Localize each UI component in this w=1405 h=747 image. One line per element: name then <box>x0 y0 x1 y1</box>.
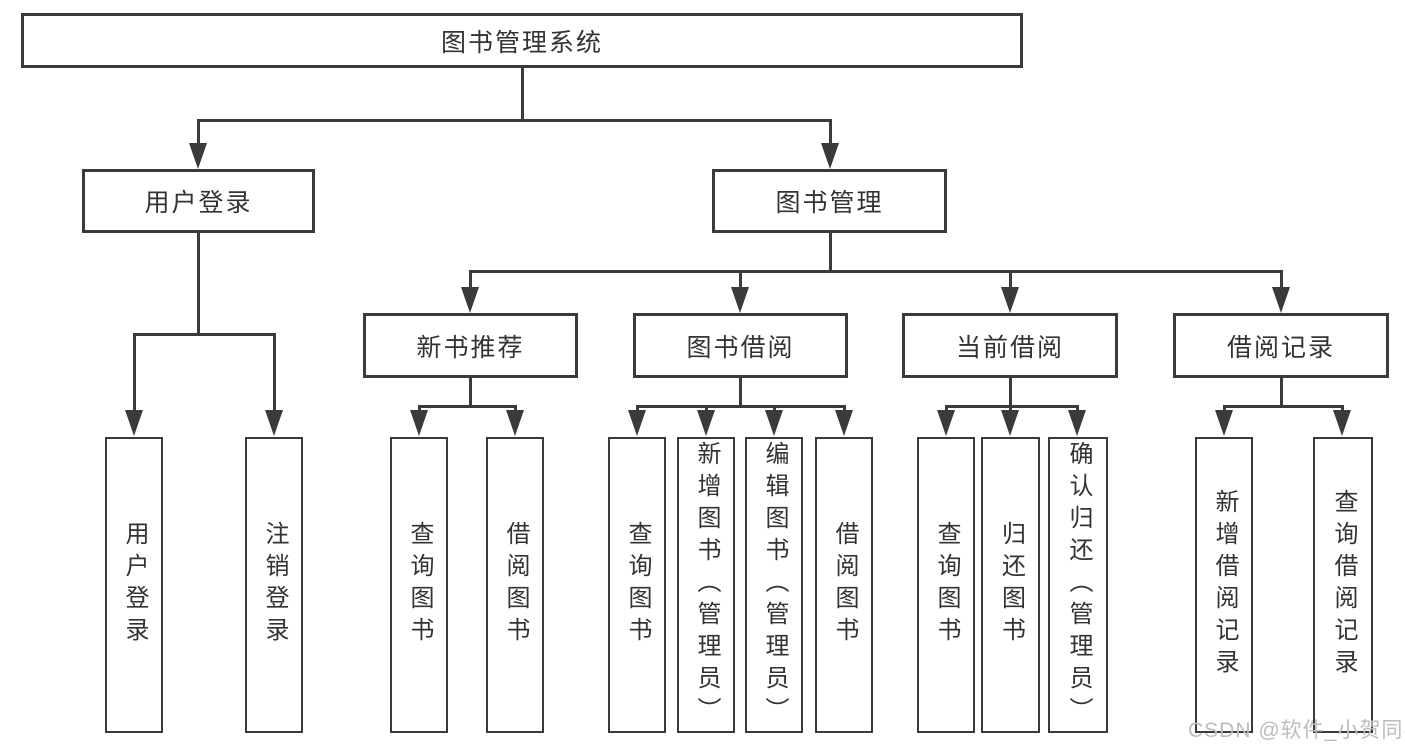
connector-leaf-drop <box>704 406 708 412</box>
leaf-query-books-recommend: 查询图书 <box>390 437 448 733</box>
connector-leaf-drop <box>1008 406 1012 412</box>
arrow-down-icon <box>1068 410 1086 436</box>
connector-records-drop <box>1279 271 1283 289</box>
arrow-down-icon <box>731 287 749 313</box>
leaf-label: 借阅图书 <box>831 521 858 649</box>
arrow-down-icon <box>697 410 715 436</box>
node-user-login: 用户登录 <box>82 169 315 233</box>
arrow-down-icon <box>410 410 428 436</box>
node-new-book-recommend: 新书推荐 <box>363 313 578 378</box>
arrow-down-icon <box>628 410 646 436</box>
leaf-query-books-current: 查询图书 <box>917 437 975 733</box>
node-label: 图书借阅 <box>686 333 795 362</box>
connector-borrow-stem <box>738 378 742 407</box>
leaf-label: 确认归还（管理员） <box>1065 441 1092 729</box>
arrow-down-icon <box>461 287 479 313</box>
connector-leaf-drop <box>944 406 948 412</box>
connector-leaf-drop <box>272 334 276 412</box>
connector-recommend-rail <box>417 404 517 408</box>
arrow-down-icon <box>1001 410 1019 436</box>
connector-current-rail <box>944 404 1079 408</box>
node-book-management: 图书管理 <box>712 169 947 233</box>
arrow-down-icon <box>765 410 783 436</box>
arrow-down-icon <box>835 410 853 436</box>
connector-current-drop <box>1008 271 1012 289</box>
connector-leaf-drop <box>513 406 517 412</box>
connector-borrow-drop <box>738 271 742 289</box>
leaf-label: 注销登录 <box>261 521 288 649</box>
leaf-label: 查询借阅记录 <box>1330 489 1357 681</box>
connector-book-management-stem <box>828 233 832 272</box>
leaf-label: 用户登录 <box>121 521 148 649</box>
connector-level3-rail <box>468 269 1283 273</box>
leaf-label: 查询图书 <box>406 521 433 649</box>
connector-leaf-drop <box>417 406 421 412</box>
arrow-down-icon <box>1001 287 1019 313</box>
connector-leaf-drop <box>1075 406 1079 412</box>
connector-leaf-drop <box>132 334 136 412</box>
node-book-borrow: 图书借阅 <box>633 313 848 378</box>
arrow-down-icon <box>189 143 207 169</box>
connector-borrow-rail <box>635 404 846 408</box>
leaf-borrow-books-recommend: 借阅图书 <box>486 437 544 733</box>
leaf-edit-books-admin: 编辑图书（管理员） <box>745 437 803 733</box>
arrow-down-icon <box>265 410 283 436</box>
arrow-down-icon <box>506 410 524 436</box>
node-label: 图书管理 <box>775 189 884 217</box>
connector-leaf-drop <box>772 406 776 412</box>
arrow-down-icon <box>821 143 839 169</box>
leaf-label: 借阅图书 <box>502 521 529 649</box>
leaf-query-books-borrow: 查询图书 <box>608 437 666 733</box>
leaf-label: 查询图书 <box>933 521 960 649</box>
arrow-down-icon <box>937 410 955 436</box>
arrow-down-icon <box>1272 287 1290 313</box>
csdn-watermark: CSDN @软件_小贺同学 <box>1188 719 1405 742</box>
connector-user-login-stem <box>196 233 200 335</box>
node-borrow-records: 借阅记录 <box>1173 313 1389 378</box>
leaf-label: 编辑图书（管理员） <box>761 441 788 729</box>
node-label: 新书推荐 <box>416 333 525 362</box>
connector-leaf-drop <box>635 406 639 412</box>
connector-current-stem <box>1008 378 1012 407</box>
connector-recommend-stem <box>468 378 472 407</box>
connector-root-stem <box>520 68 524 121</box>
connector-records-rail <box>1222 404 1344 408</box>
arrow-down-icon <box>1333 410 1351 436</box>
leaf-label: 新增图书（管理员） <box>693 441 720 729</box>
connector-level2-rail <box>196 118 832 122</box>
node-label: 图书管理系统 <box>440 28 603 57</box>
connector-leaf-drop <box>1340 406 1344 412</box>
node-label: 当前借阅 <box>955 333 1064 362</box>
connector-user-login-drop <box>196 120 200 146</box>
arrow-down-icon <box>125 410 143 436</box>
leaf-borrow-books: 借阅图书 <box>815 437 873 733</box>
leaf-logout: 注销登录 <box>245 437 303 733</box>
leaf-label: 新增借阅记录 <box>1211 489 1238 681</box>
node-label: 用户登录 <box>144 189 253 217</box>
leaf-add-borrow-record: 新增借阅记录 <box>1195 437 1253 733</box>
arrow-down-icon <box>1215 410 1233 436</box>
leaf-label: 查询图书 <box>624 521 651 649</box>
leaf-add-books-admin: 新增图书（管理员） <box>677 437 735 733</box>
leaf-return-books: 归还图书 <box>981 437 1040 733</box>
connector-leaf-drop <box>1222 406 1226 412</box>
node-label: 借阅记录 <box>1226 333 1335 362</box>
connector-recommend-drop <box>468 271 472 289</box>
leaf-user-login: 用户登录 <box>105 437 163 733</box>
connector-book-management-drop <box>828 120 832 146</box>
connector-records-stem <box>1279 378 1283 407</box>
connector-leaf-drop <box>842 406 846 412</box>
node-root: 图书管理系统 <box>21 13 1023 68</box>
node-current-borrow: 当前借阅 <box>902 313 1118 378</box>
leaf-label: 归还图书 <box>997 521 1025 649</box>
connector-user-login-rail <box>132 332 276 336</box>
leaf-query-borrow-record: 查询借阅记录 <box>1313 437 1373 733</box>
leaf-confirm-return-admin: 确认归还（管理员） <box>1048 437 1108 733</box>
